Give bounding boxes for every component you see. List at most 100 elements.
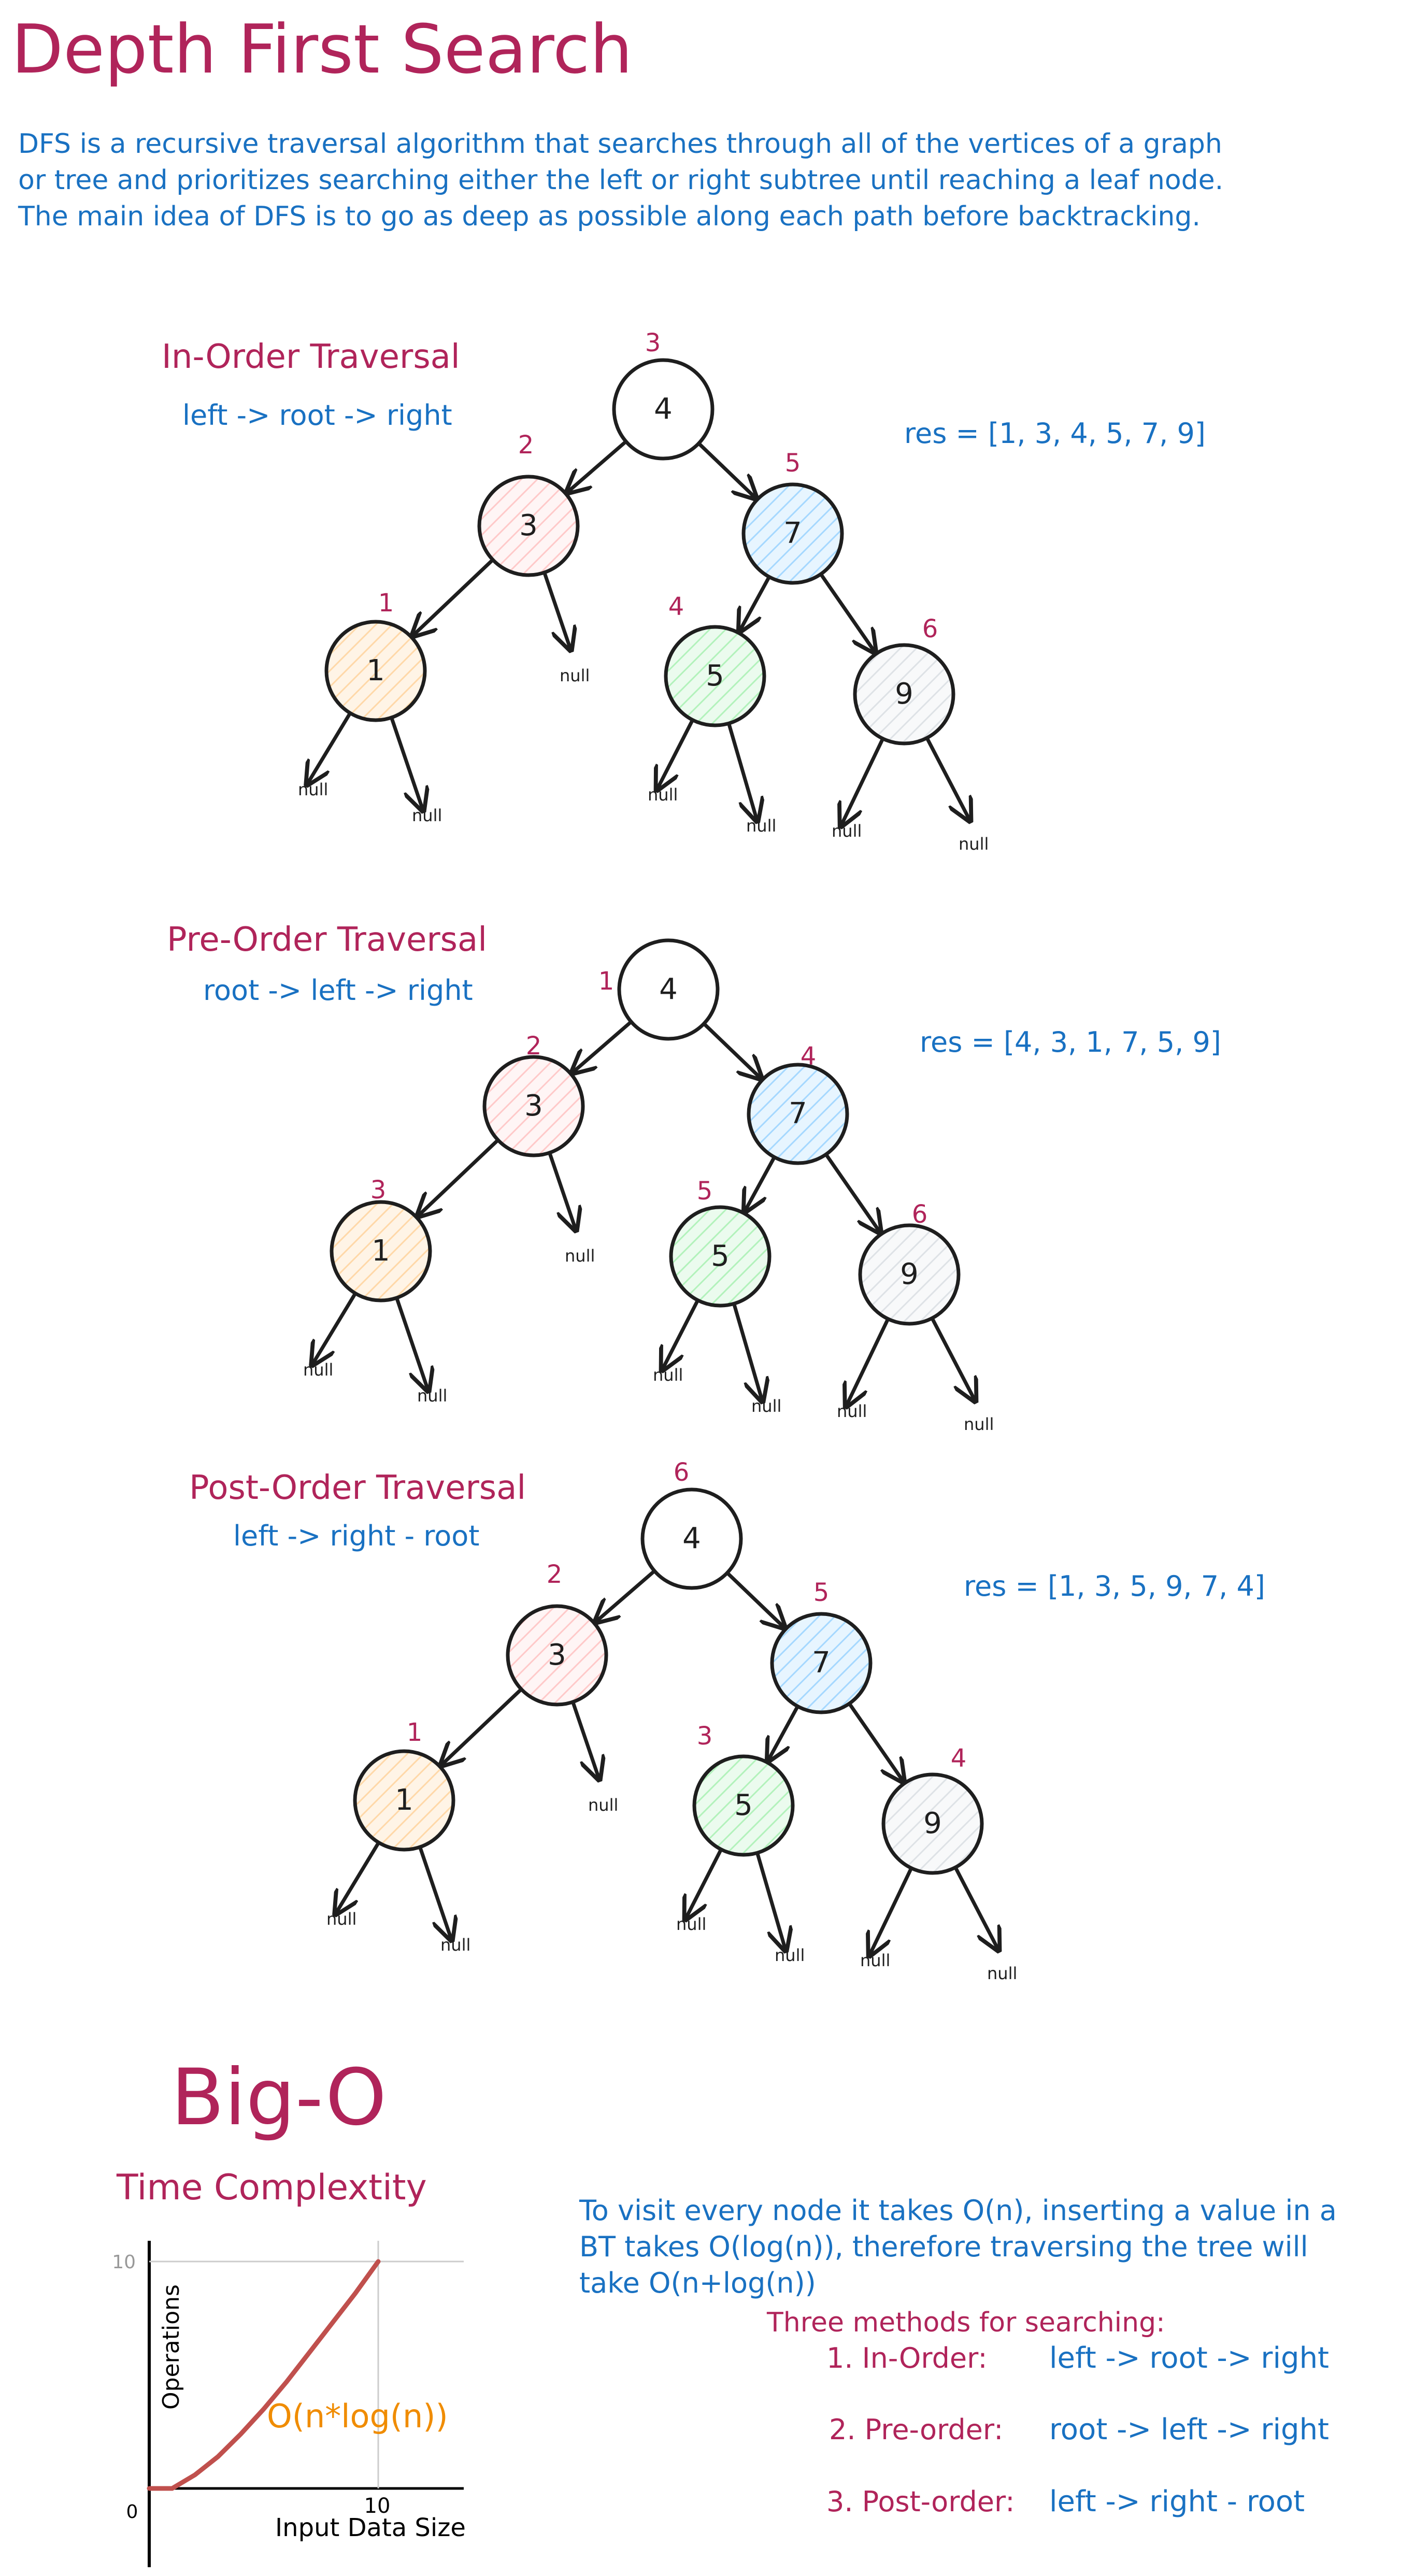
null-edge [755, 1851, 785, 1948]
null-label: null [676, 1914, 706, 1934]
node-value: 5 [734, 1788, 753, 1822]
null-label: null [565, 1246, 595, 1266]
chart-series-line [147, 2259, 381, 2491]
null-label: null [964, 1414, 994, 1434]
node-value: 4 [659, 972, 678, 1006]
null-label: null [648, 785, 678, 805]
null-edge [687, 1848, 723, 1917]
tree-node: 96 [858, 1200, 961, 1326]
methods-list: 1. In-Order: left -> root -> right 2. Pr… [826, 2341, 1329, 2518]
null-label: null [860, 1951, 890, 1970]
visit-order-number: 3 [370, 1176, 387, 1205]
tree-edge [415, 557, 495, 634]
tree-edge [569, 439, 628, 491]
visit-order-number: 1 [407, 1718, 423, 1747]
null-edge [390, 715, 422, 808]
null-label: null [326, 1909, 356, 1929]
node-circle [692, 1754, 795, 1857]
method-rule: left -> root -> right [1049, 2341, 1329, 2375]
tree-edge [697, 441, 754, 497]
null-edge [542, 570, 570, 648]
chart-x-tick-label: 10 [364, 2494, 391, 2518]
tree-node: 94 [881, 1744, 984, 1875]
big-o-title: Big-O [171, 2053, 387, 2143]
visit-order-number: 4 [668, 592, 684, 621]
node-circle [770, 1612, 873, 1714]
node-value: 9 [923, 1807, 942, 1840]
tree-edge [420, 1138, 500, 1214]
node-circle [858, 1223, 961, 1326]
null-edge [663, 1298, 700, 1368]
node-circle [747, 1063, 849, 1165]
node-value: 3 [548, 1638, 566, 1672]
null-label: null [412, 806, 442, 825]
null-edge [658, 718, 695, 788]
traversal-title: In-Order Traversal [162, 338, 460, 376]
null-edge [337, 1840, 381, 1912]
null-edge [732, 1301, 762, 1399]
node-circle [853, 643, 955, 746]
visit-order-number: 1 [378, 589, 394, 618]
node-circle [330, 1200, 432, 1303]
null-edge [308, 711, 352, 782]
node-value: 7 [783, 517, 802, 550]
tree-edge [597, 1569, 656, 1620]
big-o-subtitle: Time Complextity [116, 2167, 427, 2208]
node-circle [477, 475, 580, 577]
null-edge [571, 1700, 598, 1777]
traversal-rule: left -> right - root [233, 1520, 479, 1552]
visit-order-number: 6 [912, 1200, 928, 1229]
method-label: 1. In-Order: [826, 2342, 988, 2374]
tree-node: 32 [506, 1560, 608, 1707]
node-value: 7 [812, 1646, 831, 1680]
tree-node: 54 [664, 592, 766, 727]
tree-node: 32 [482, 1032, 585, 1157]
method-rule: left -> right - root [1049, 2485, 1305, 2518]
tree-edge [443, 1687, 523, 1764]
tree-edge [574, 1020, 633, 1071]
node-value: 9 [895, 677, 913, 711]
intro-line: The main idea of DFS is to go as deep as… [18, 201, 1201, 232]
explanation-line: take O(n+log(n)) [579, 2267, 816, 2299]
null-label: null [560, 666, 590, 685]
tree-edge [819, 572, 874, 650]
traversal-title: Post-Order Traversal [189, 1469, 526, 1507]
null-edge [395, 1296, 427, 1389]
chart-x-tick-label: 0 [126, 2501, 138, 2523]
null-edge [313, 1291, 358, 1363]
node-value: 7 [789, 1097, 807, 1130]
null-label: null [751, 1396, 781, 1416]
null-edge [847, 1317, 890, 1404]
tree-node: 43 [612, 328, 715, 461]
chart-x-axis-label: Input Data Size [275, 2513, 466, 2542]
chart-series-label: O(n*log(n)) [267, 2397, 448, 2435]
intro-paragraph: DFS is a recursive traversal algorithm t… [18, 128, 1223, 232]
method-label: 2. Pre-order: [829, 2413, 1003, 2446]
node-circle [324, 620, 427, 722]
node-value: 4 [682, 1522, 701, 1555]
null-edge [418, 1845, 451, 1938]
complexity-chart: 10 0 10 Input Data Size Operations O(n*l… [112, 2241, 466, 2567]
null-edge [953, 1865, 997, 1948]
node-circle [353, 1749, 455, 1852]
traversal-title: Pre-Order Traversal [167, 921, 487, 959]
null-label: null [298, 780, 328, 799]
node-circle [741, 482, 844, 585]
null-edge [870, 1866, 913, 1953]
method-label: 3. Post-order: [826, 2485, 1015, 2518]
method-rule: root -> left -> right [1049, 2413, 1329, 2446]
chart-y-tick-label: 10 [112, 2252, 136, 2273]
visit-order-number: 5 [697, 1177, 713, 1206]
node-circle [617, 938, 720, 1041]
tree-node: 13 [330, 1176, 432, 1303]
node-circle [664, 625, 766, 727]
tree-node: 55 [669, 1177, 772, 1308]
node-value: 5 [711, 1239, 730, 1273]
tree-edge [769, 1704, 800, 1758]
null-label: null [987, 1964, 1017, 1983]
explanation-line: BT takes O(log(n)), therefore traversing… [579, 2230, 1308, 2263]
visit-order-number: 3 [697, 1722, 713, 1751]
traversal-rule: left -> root -> right [182, 399, 452, 432]
